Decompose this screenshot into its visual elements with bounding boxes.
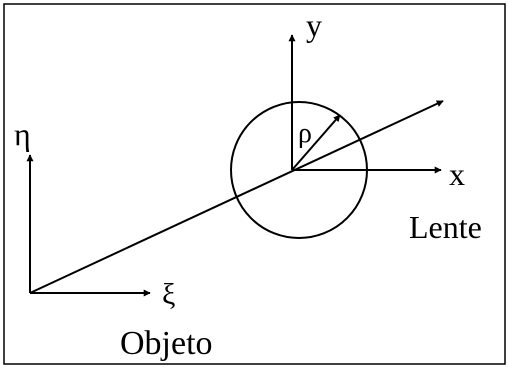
diagram-frame [3,3,506,365]
objeto-label: Objeto [120,325,213,362]
y-label: y [306,7,322,43]
optical-axis-arrow [29,100,444,294]
rho-label: ρ [298,118,312,149]
x-label: x [449,156,465,192]
rho-radius-arrow [291,114,341,171]
lente-label: Lente [409,209,482,245]
eta-label: η [14,116,31,152]
xi-label: ξ [162,278,175,311]
